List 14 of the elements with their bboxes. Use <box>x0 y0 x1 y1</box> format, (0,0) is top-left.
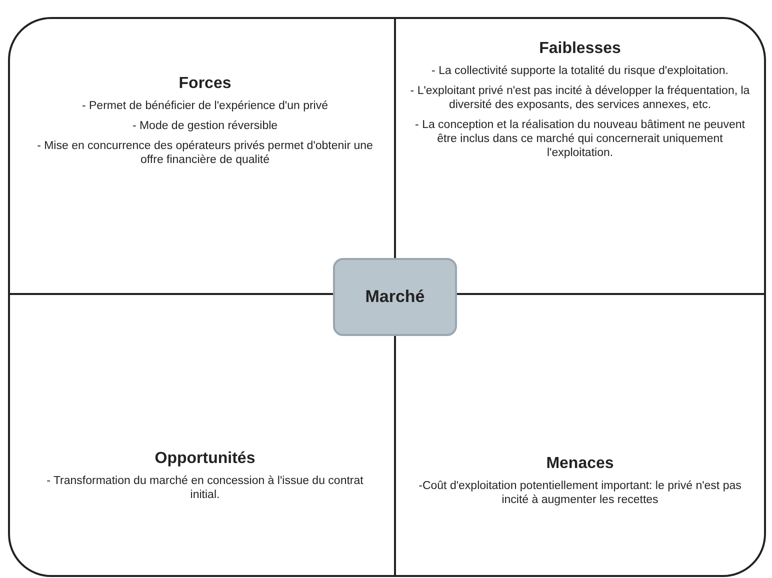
bullet-text: - Mise en concurrence des opérateurs privés permet d'obtenir une offre financière de qualité <box>36 139 374 167</box>
bullet-text: - Transformation du marché en concession à l'issue du contrat initial. <box>46 474 364 502</box>
quadrant-heading: Faiblesses <box>539 40 621 58</box>
bullet-text: - La collectivité supporte la totalité du risque d'exploitation. <box>430 64 730 78</box>
quadrant-heading: Opportunités <box>154 450 256 468</box>
center-title: Marché <box>365 287 425 307</box>
bullet-text: - L'exploitant privé n'est pas incité à développer la fréquentation, la diversité des exposants, des services annexes, etc. <box>409 84 751 112</box>
quadrant-heading: Menaces <box>546 455 614 473</box>
quadrant-heading: Forces <box>178 75 232 93</box>
bullet-text: - Permet de bénéficier de l'expérience d'un privé <box>80 99 330 113</box>
bullet-text: - Mode de gestion réversible <box>131 119 279 133</box>
bullet-text: -Coût d'exploitation potentiellement important: le privé n'est pas incité à augmenter les recettes <box>418 479 742 507</box>
bullet-text: - La conception et la réalisation du nouveau bâtiment ne peuvent être inclus dans ce marché qui concernerait uniquement l'exploitation. <box>414 118 746 160</box>
center-box <box>333 258 457 336</box>
